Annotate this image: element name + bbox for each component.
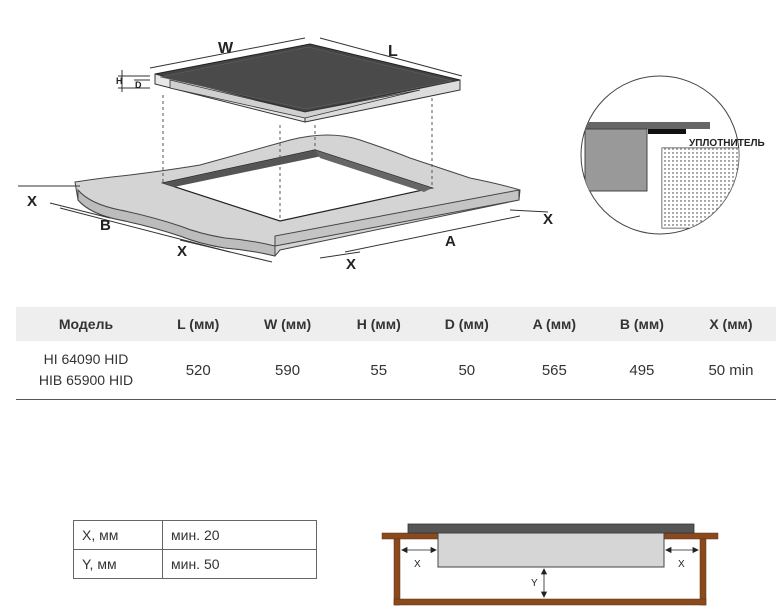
label-h: H (116, 76, 123, 86)
label-a: A (445, 233, 456, 250)
cell-l: 520 (185, 361, 211, 379)
header-h: H (мм) (356, 316, 401, 332)
clearance-key-x: X, мм (73, 520, 163, 550)
cell-x: 50 min (708, 361, 754, 379)
label-x-left: X (27, 193, 37, 210)
hob-body-section (584, 128, 648, 192)
cell-models: HI 64090 HID HIB 65900 HID (16, 341, 156, 400)
installation-diagram: W L H D X B X X A X УПЛОТНИТЕЛЬ (18, 37, 765, 273)
clearance-key-y: Y, мм (73, 549, 163, 579)
model-name: HI 64090 HID (43, 351, 129, 367)
table-row: X, мм мин. 20 (73, 520, 317, 550)
header-a: A (мм) (532, 316, 577, 332)
table-row: Y, мм мин. 50 (73, 549, 317, 579)
clearance-label-x-right: X (678, 559, 685, 570)
cell-a: 565 (541, 361, 567, 379)
cell-w: 590 (275, 361, 301, 379)
clearance-arrows (401, 546, 699, 598)
header-l: L (мм) (177, 316, 220, 332)
clearance-value-x: мин. 20 (162, 520, 317, 550)
header-w: W (мм) (263, 316, 312, 332)
seal-label: УПЛОТНИТЕЛЬ (689, 138, 765, 149)
label-b: B (100, 217, 111, 234)
cell-d: 50 (458, 361, 476, 379)
clearance-label-x-left: X (414, 559, 421, 570)
cell-h: 55 (370, 361, 388, 379)
label-w: W (218, 40, 234, 57)
table-row: HI 64090 HID HIB 65900 HID 520 590 55 50… (16, 341, 776, 400)
cell-b: 495 (629, 361, 655, 379)
model-name: HIB 65900 HID (38, 372, 134, 388)
label-x-bottom-left: X (177, 243, 187, 260)
header-x: X (мм) (709, 316, 753, 332)
seal-detail-zoom: УПЛОТНИТЕЛЬ (580, 75, 765, 235)
clearance-label-y: Y (531, 578, 538, 589)
label-x-bottom-center: X (346, 256, 356, 273)
label-l: L (388, 43, 398, 60)
header-model: Модель (58, 316, 114, 332)
spec-table: Модель L (мм) W (мм) H (мм) D (мм) A (мм… (16, 307, 776, 400)
header-d: D (мм) (444, 316, 489, 332)
label-x-right: X (543, 211, 553, 228)
label-d: D (135, 80, 142, 90)
header-b: B (мм) (619, 316, 664, 332)
clearance-value-y: мин. 50 (162, 549, 317, 579)
dimension-lines (18, 37, 549, 263)
spec-table-header: Модель L (мм) W (мм) H (мм) D (мм) A (мм… (16, 307, 776, 341)
hob-glass (407, 523, 695, 534)
clearance-diagram: X X Y (381, 523, 719, 606)
seal-strip (648, 129, 686, 134)
hob-body (437, 532, 665, 568)
countertop (74, 134, 521, 257)
hob-cooktop (154, 43, 461, 123)
projection-lines (162, 92, 433, 221)
hob-glass-section (585, 122, 710, 129)
clearance-table: X, мм мин. 20 Y, мм мин. 50 (73, 520, 317, 579)
